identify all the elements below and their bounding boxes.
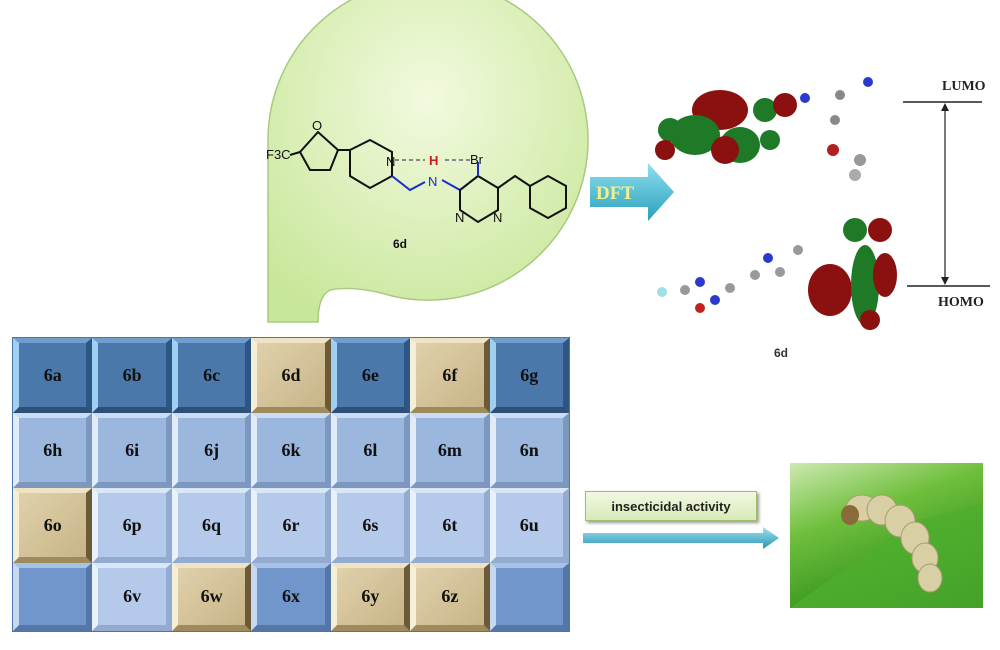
lumo-orbital	[655, 77, 873, 181]
compound-cell[interactable]: 6l	[330, 413, 411, 488]
dft-arrow: DFT	[590, 163, 674, 221]
empty-cell	[13, 563, 93, 631]
compound-cell-highlighted[interactable]: 6f	[410, 338, 490, 413]
orbital-compound-label: 6d	[774, 346, 789, 360]
compound-cell[interactable]: 6h	[13, 413, 93, 488]
compound-cell-highlighted[interactable]: 6o	[13, 488, 93, 563]
compound-cell[interactable]: 6m	[410, 413, 490, 488]
energy-gap-diagram	[903, 101, 990, 287]
lumo-label: LUMO	[942, 79, 986, 94]
insecticidal-activity-label: insecticidal activity	[585, 491, 757, 521]
compound-cell-highlighted[interactable]: 6z	[410, 563, 490, 631]
frontier-orbitals-figure	[655, 77, 897, 330]
compound-cell[interactable]: 6t	[410, 488, 490, 563]
atom-n-pyridine: N	[386, 154, 395, 169]
compound-cell[interactable]: 6c	[171, 338, 252, 413]
compound-cell[interactable]: 6e	[330, 338, 411, 413]
atom-n-amine: N	[428, 174, 437, 189]
compound-cell-highlighted[interactable]: 6d	[251, 338, 331, 413]
compound-cell[interactable]: 6j	[171, 413, 252, 488]
compound-cell[interactable]: 6n	[489, 413, 569, 488]
compound-cell[interactable]: 6x	[251, 563, 331, 631]
compound-grid: 6a 6b 6c 6d 6e 6f 6g 6h 6i 6j 6k 6l 6m 6…	[12, 337, 570, 632]
compound-cell[interactable]: 6u	[489, 488, 569, 563]
compound-cell-highlighted[interactable]: 6w	[171, 563, 252, 631]
compound-cell[interactable]: 6k	[251, 413, 331, 488]
atom-o: O	[312, 118, 322, 133]
compound-cell[interactable]: 6g	[489, 338, 569, 413]
dft-label: DFT	[596, 183, 634, 204]
atom-br: Br	[470, 152, 484, 167]
activity-arrow	[583, 527, 779, 549]
caterpillar-icon	[790, 494, 983, 608]
caterpillar-photo	[790, 463, 983, 608]
homo-label: HOMO	[938, 295, 984, 310]
compound-cell[interactable]: 6v	[92, 563, 172, 631]
compound-cell[interactable]: 6a	[13, 338, 93, 413]
compound-cell[interactable]: 6b	[92, 338, 172, 413]
atom-cf3: F3C	[266, 147, 291, 162]
compound-cell[interactable]: 6q	[171, 488, 252, 563]
compound-cell[interactable]: 6s	[330, 488, 411, 563]
compound-cell[interactable]: 6i	[92, 413, 172, 488]
atom-h: H	[429, 153, 438, 168]
atom-n-pyrimidine-2: N	[493, 210, 502, 225]
homo-orbital	[657, 218, 897, 330]
empty-cell	[489, 563, 569, 631]
molecule-bubble: F3C O N H N Br N N 6d	[266, 0, 589, 323]
atom-n-pyrimidine: N	[455, 210, 464, 225]
chemical-structure	[289, 130, 567, 224]
compound-cell[interactable]: 6r	[251, 488, 331, 563]
compound-cell-highlighted[interactable]: 6y	[330, 563, 411, 631]
compound-label: 6d	[393, 237, 407, 251]
compound-cell[interactable]: 6p	[92, 488, 172, 563]
